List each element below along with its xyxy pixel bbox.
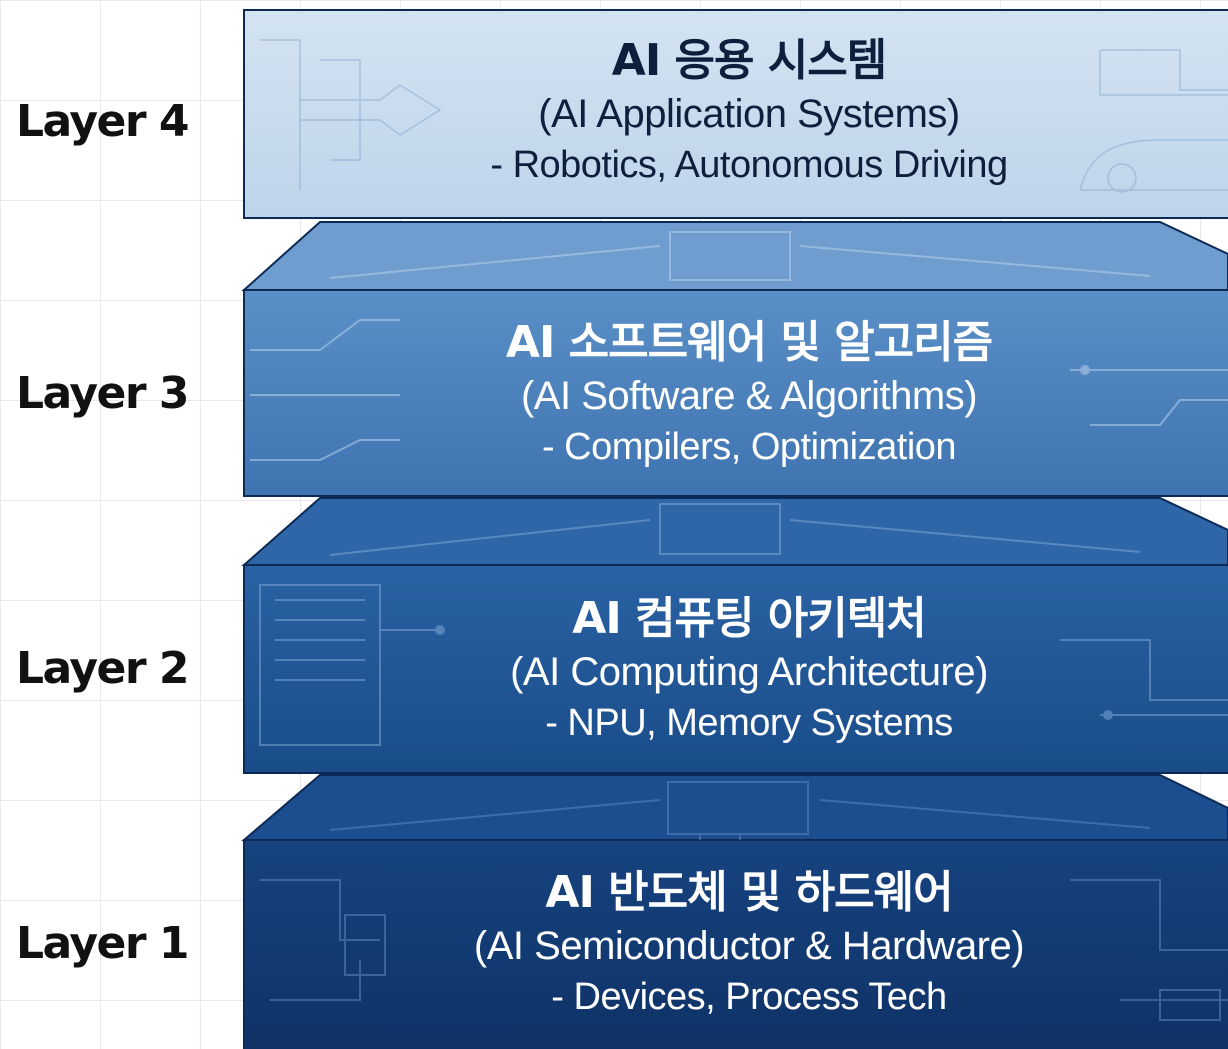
layer-2-text: AI 컴퓨팅 아키텍처 (AI Computing Architecture) … xyxy=(244,592,1228,748)
layer-2-detail: - NPU, Memory Systems xyxy=(545,702,953,744)
layer-2-subtitle: (AI Computing Architecture) xyxy=(510,650,988,694)
layer-2-front-face xyxy=(243,564,1228,774)
layer-1-detail: - Devices, Process Tech xyxy=(551,976,947,1018)
layer-4-detail: - Robotics, Autonomous Driving xyxy=(490,144,1008,186)
layer-3-front-face xyxy=(243,289,1228,497)
layer-1-block xyxy=(241,774,1228,1049)
layer-3-text: AI 소프트웨어 및 알고리즘 (AI Software & Algorithm… xyxy=(244,316,1228,472)
layer-2-block xyxy=(241,497,1228,774)
layer-3-detail: - Compilers, Optimization xyxy=(541,426,957,468)
circuit-pattern-3 xyxy=(250,231,1228,461)
layer-4-subtitle: (AI Application Systems) xyxy=(538,92,960,136)
layer-1-title: AI 반도체 및 하드웨어 xyxy=(545,867,953,918)
layer-4-front-face xyxy=(243,9,1228,219)
layer-1-label: Layer 1 xyxy=(16,918,190,969)
layer-4-block xyxy=(243,9,1228,219)
layer-3-subtitle: (AI Software & Algorithms) xyxy=(520,374,978,418)
circuit-pattern-2 xyxy=(259,503,1228,746)
layer-1-front-face xyxy=(243,839,1228,1049)
layer-3-title: AI 소프트웨어 및 알고리즘 xyxy=(505,317,993,368)
layer-1-top-face xyxy=(241,774,1228,841)
layer-4-title: AI 응용 시스템 xyxy=(611,35,887,86)
layer-1-text: AI 반도체 및 하드웨어 (AI Semiconductor & Hardwa… xyxy=(244,866,1228,1022)
circuit-pattern-4 xyxy=(260,39,1228,193)
layer-1-subtitle: (AI Semiconductor & Hardware) xyxy=(473,924,1025,968)
circuit-pattern-1 xyxy=(260,781,1228,1021)
layer-4-text: AI 응용 시스템 (AI Application Systems) - Rob… xyxy=(244,34,1228,190)
layer-2-title: AI 컴퓨팅 아키텍처 xyxy=(572,593,926,644)
layer-3-block xyxy=(241,221,1228,497)
layer-4-label: Layer 4 xyxy=(16,96,190,147)
layer-3-label: Layer 3 xyxy=(16,368,190,419)
layer-2-label: Layer 2 xyxy=(16,643,190,694)
